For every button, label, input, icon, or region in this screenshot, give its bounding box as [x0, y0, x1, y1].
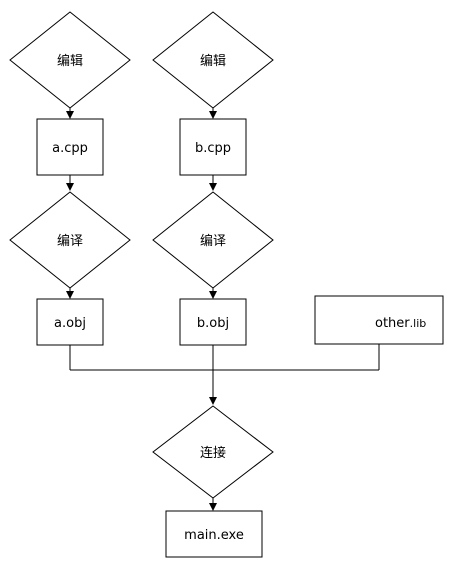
other-lib-name: other	[375, 316, 410, 331]
compile-a-node: 编译	[9, 191, 131, 289]
link-label: 连接	[200, 445, 226, 461]
b-obj-label: b.obj	[197, 316, 229, 331]
compile-a-label: 编译	[57, 234, 83, 249]
edit-a-node: 编辑	[9, 11, 131, 109]
edit-b-node: 编辑	[152, 11, 274, 109]
a-obj-node: a.obj	[36, 298, 104, 346]
other-lib-ext: .lib	[410, 317, 427, 330]
compile-b-label: 编译	[200, 234, 226, 249]
other-lib-node: other.lib	[314, 295, 444, 345]
b-cpp-label: b.cpp	[195, 141, 231, 156]
main-exe-label: main.exe	[184, 528, 244, 543]
main-exe-node: main.exe	[165, 510, 263, 558]
a-cpp-label: a.cpp	[52, 141, 88, 156]
link-node: 连接	[152, 405, 274, 499]
other-lib-label: other.lib	[375, 316, 426, 331]
b-obj-node: b.obj	[179, 298, 247, 346]
compile-b-node: 编译	[152, 191, 274, 289]
a-obj-label: a.obj	[54, 316, 86, 331]
a-cpp-node: a.cpp	[36, 118, 104, 176]
b-cpp-node: b.cpp	[179, 118, 247, 176]
edit-b-label: 编辑	[200, 54, 226, 69]
edit-a-label: 编辑	[57, 54, 83, 69]
